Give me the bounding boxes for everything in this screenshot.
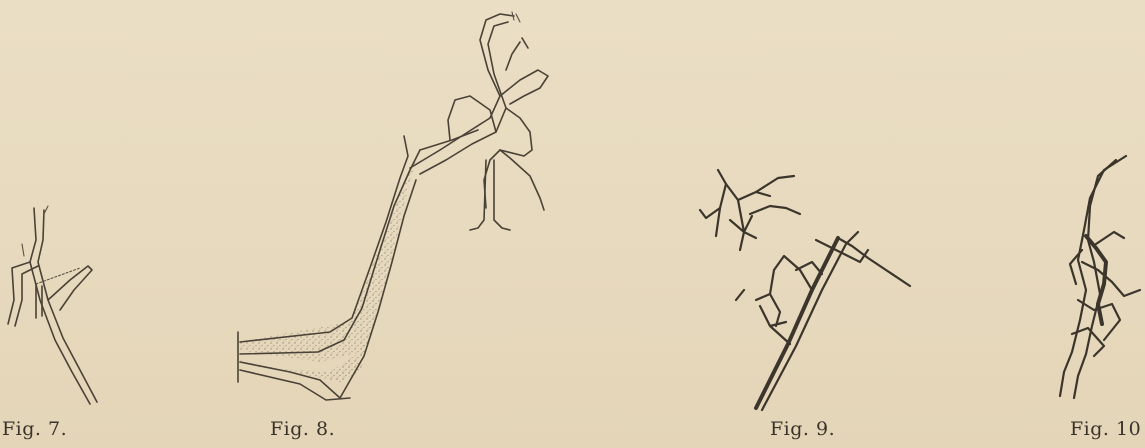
fig9-caption: Fig. 9. — [770, 418, 835, 440]
fig10-drawing — [1060, 156, 1140, 398]
fig8-caption: Fig. 8. — [270, 418, 335, 440]
fig10-caption: Fig. 10 — [1070, 418, 1141, 440]
fig8-drawing — [238, 12, 548, 400]
fig9-drawing — [700, 170, 910, 410]
fig7-drawing — [8, 206, 97, 404]
fig7-caption: Fig. 7. — [2, 418, 67, 440]
